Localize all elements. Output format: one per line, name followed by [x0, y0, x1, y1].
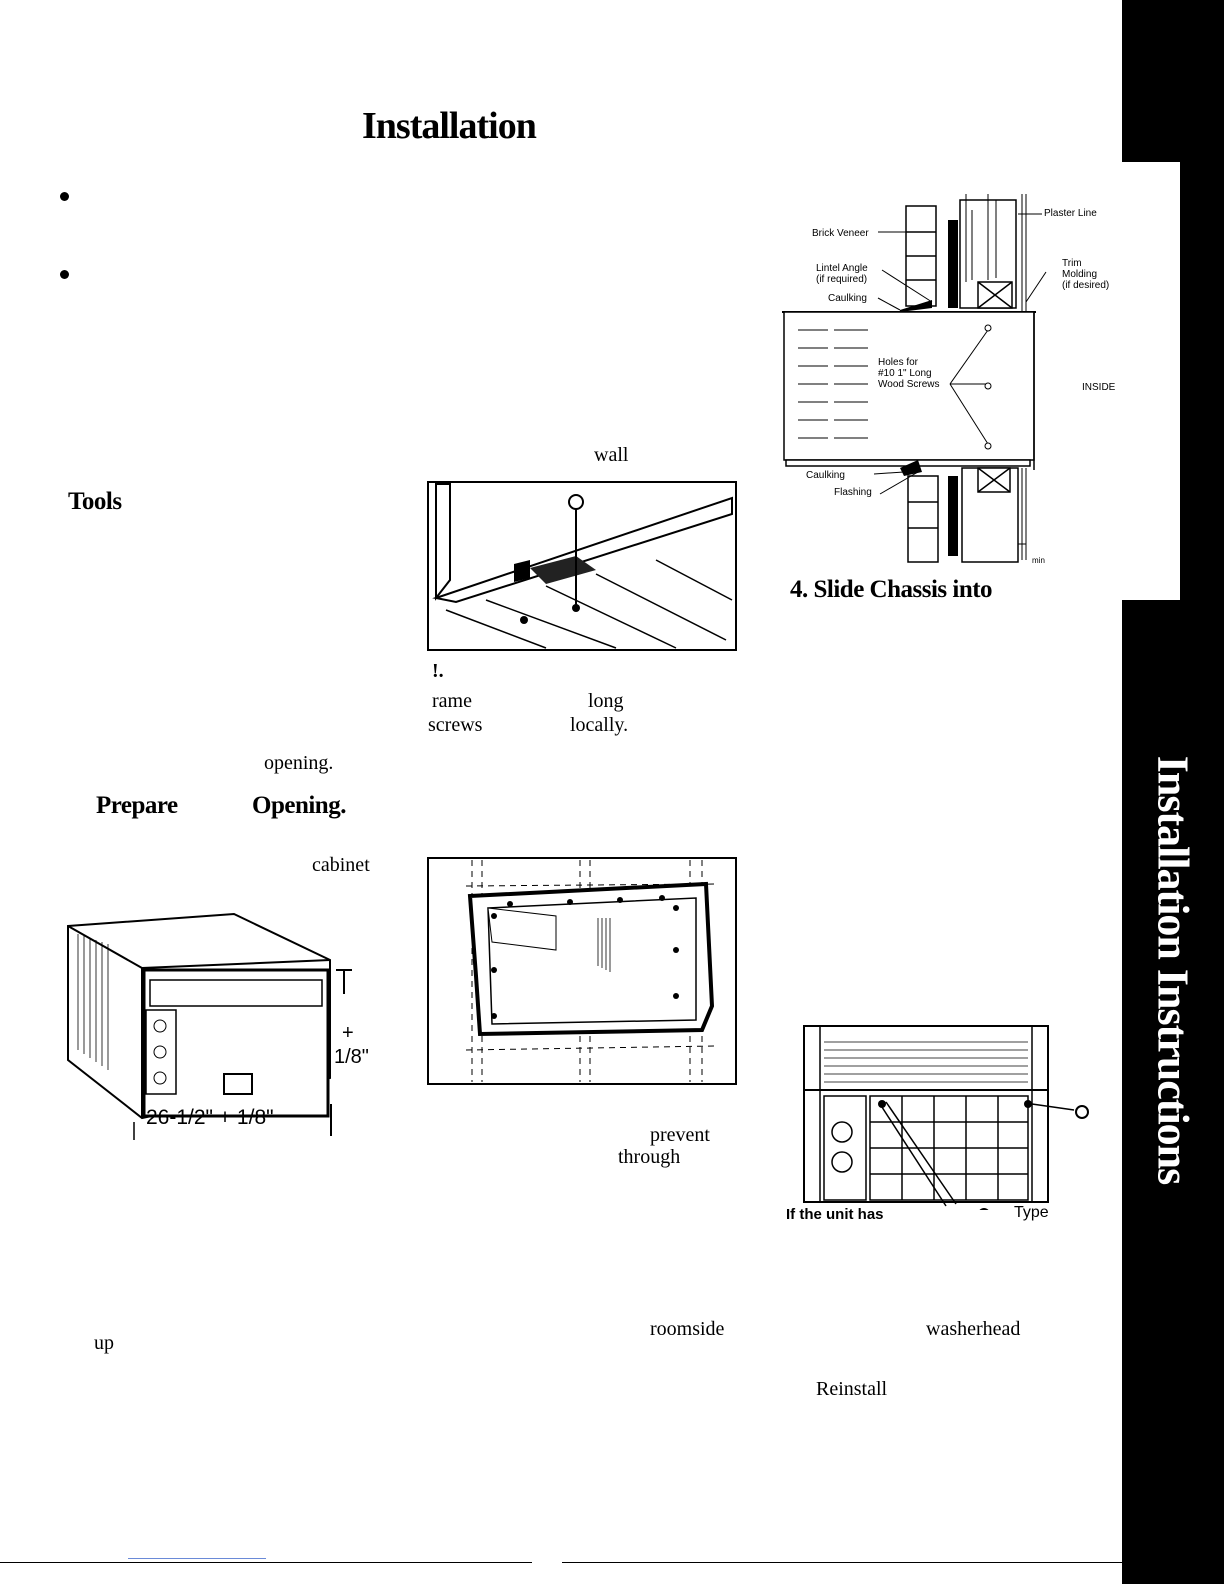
- side-tab-section: [1122, 600, 1224, 1340]
- page-title: Installation: [362, 105, 537, 147]
- label-holes-for: Holes for: [878, 357, 919, 368]
- label-caulking-bottom: Caulking: [806, 470, 845, 481]
- step-fragment: !.: [432, 660, 444, 682]
- label-min: min: [1032, 556, 1045, 565]
- label-caulking-top: Caulking: [828, 293, 867, 304]
- side-tab-label: Installation Instructions: [1148, 755, 1198, 1185]
- prepare-heading-word: Prepare: [96, 792, 178, 819]
- bottom-rule-right: [562, 1562, 1122, 1563]
- cabinet-figure: [67, 912, 352, 1140]
- through-fragment: through: [618, 1146, 681, 1168]
- prevent-fragment: prevent: [650, 1124, 710, 1146]
- bullet-2: [60, 270, 69, 279]
- label-screw-size: #10 1" Long: [878, 368, 932, 379]
- width-dimension: 26-1/2" + 1/8": [146, 1106, 274, 1129]
- frame-bottom-figure: [427, 481, 737, 651]
- bottom-rule-accent: [128, 1558, 266, 1559]
- frame-install-figure: [427, 857, 737, 1085]
- wall-section-diagram: [782, 194, 1047, 563]
- label-wood-screws: Wood Screws: [878, 379, 940, 390]
- locally-fragment: locally.: [570, 714, 629, 736]
- reinstall-fragment: Reinstall: [816, 1378, 888, 1400]
- label-molding: Molding: [1062, 269, 1098, 280]
- label-if-desired: (if desired): [1062, 280, 1110, 291]
- height-dim-fraction: 1/8": [334, 1046, 369, 1068]
- wall-fragment: wall: [594, 444, 629, 466]
- unit-has-label: If the unit has: [786, 1206, 884, 1223]
- label-brick-veneer: Brick Veneer: [812, 228, 869, 239]
- opening-heading-word: Opening.: [252, 792, 346, 819]
- label-plaster-line: Plaster Line: [1044, 208, 1097, 219]
- long-fragment: long: [588, 690, 624, 712]
- unit-front-figure: [803, 1025, 1089, 1210]
- label-inside: INSIDE: [1082, 382, 1116, 393]
- label-lintel-angle: Lintel Angle: [816, 263, 868, 274]
- opening-fragment: opening.: [264, 752, 334, 774]
- label-flashing: Flashing: [834, 487, 872, 498]
- side-tab-top: [1122, 0, 1224, 162]
- label-lintel-required: (if required): [816, 274, 868, 285]
- bullet-1: [60, 192, 69, 201]
- side-tab-bottom: [1122, 1340, 1180, 1584]
- washerhead-fragment: washerhead: [926, 1318, 1021, 1340]
- height-dim-plus: +: [342, 1022, 354, 1044]
- up-fragment: up: [94, 1332, 114, 1354]
- tools-heading: Tools: [68, 488, 122, 515]
- step-4-heading: 4. Slide Chassis into: [790, 576, 993, 603]
- type-label: Type: [1014, 1204, 1049, 1221]
- screws-fragment: screws: [428, 714, 483, 736]
- roomside-fragment: roomside: [650, 1318, 725, 1340]
- bottom-rule-left: [0, 1562, 532, 1563]
- label-trim: Trim: [1062, 258, 1082, 269]
- frame-fragment: rame: [432, 690, 472, 712]
- cabinet-fragment: cabinet: [312, 854, 370, 876]
